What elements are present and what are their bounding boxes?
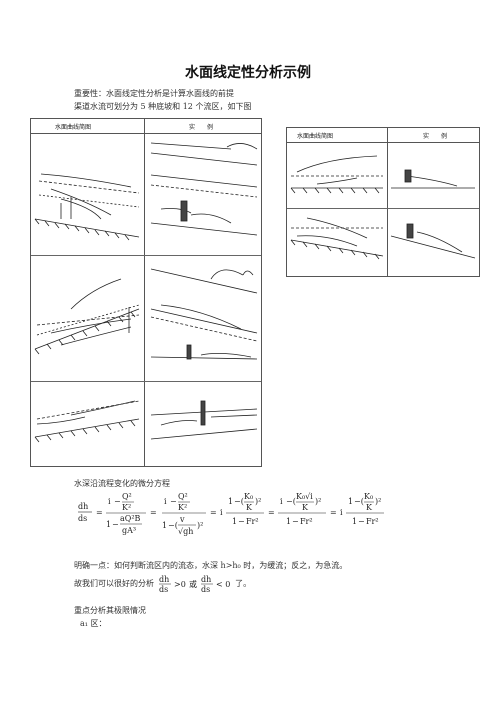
figure-left-header-sketch: 水面曲线简图 — [55, 124, 92, 131]
row-divider — [287, 208, 479, 209]
eq-Fr2-1: Fr² — [246, 517, 259, 526]
eq-sqrt-gh: √gh — [178, 527, 193, 536]
svg-text:=: = — [268, 508, 275, 517]
svg-text:−: − — [292, 517, 299, 526]
eq-one-6: 1 — [348, 497, 353, 506]
eq-one-5: 1 — [286, 517, 291, 526]
figure-left-table: 水面曲线简图 实 例 — [30, 118, 262, 467]
svg-text:)²: )² — [375, 497, 381, 506]
svg-text:−: − — [112, 520, 119, 529]
row-divider — [31, 255, 261, 256]
figure-right-table: 水面曲线简图 实 例 — [286, 127, 480, 277]
explain-suffix: 了。 — [235, 579, 252, 588]
eq-dh: dh — [78, 502, 88, 511]
eq-i-2: i — [164, 497, 167, 506]
svg-text:=: = — [150, 508, 157, 517]
eq-one-7: 1 — [352, 517, 357, 526]
eq-one-1: 1 — [106, 520, 111, 529]
svg-text:−(: −( — [286, 497, 296, 506]
figure-left-divider — [144, 119, 145, 466]
explain-prefix: 故我们可以很好的分析 — [74, 579, 154, 588]
eq-Q2-1: Q² — [122, 492, 132, 501]
intro-line-2: 渠道水流可划分为 5 种底坡和 12 个流区，如下图 — [74, 102, 252, 111]
figure-right-header-example: 实 例 — [423, 133, 448, 140]
eq-one-3: 1 — [228, 497, 233, 506]
eq-Fr2-2: Fr² — [300, 517, 313, 526]
svg-text:< 0: < 0 — [216, 580, 230, 589]
svg-text:)²: )² — [255, 497, 261, 506]
eq-aQ2B: aQ²B — [120, 514, 141, 523]
inline-ds-2: ds — [201, 585, 210, 594]
figure-right-header-sketch: 水面曲线简图 — [297, 133, 334, 140]
svg-text:)²: )² — [197, 521, 203, 530]
explain-line-1: 明确一点：如何判断流区内的流态，水深 h>h₀ 时，为缓流；反之，为急流。 — [74, 561, 348, 570]
inline-dh-2: dh — [201, 575, 211, 584]
intro-line-1: 重要性：水面线定性分析是计算水面线的前提 — [74, 89, 234, 98]
eq-K0-2: K₀ — [364, 492, 373, 501]
svg-text:)²: )² — [315, 497, 321, 506]
eq-K0-sqrt-i: K₀√i — [296, 492, 313, 501]
inline-derivative: dh ds >0 或 dh ds < 0 — [158, 575, 230, 594]
eq-K0-1: K₀ — [244, 492, 253, 501]
svg-text:−(: −( — [168, 521, 178, 530]
eq-i-3: i — [220, 508, 223, 517]
inline-ds-1: ds — [159, 585, 168, 594]
row-divider — [31, 381, 261, 382]
svg-text:−(: −( — [234, 497, 244, 506]
eq-i-4: i — [280, 497, 283, 506]
eq-i-5: i — [340, 508, 343, 517]
equation-svg: dh ds = i − Q² K² 1 − aQ²B gA³ = i − Q² … — [78, 492, 384, 536]
svg-text:−: − — [114, 497, 121, 506]
eq-K-2: K — [302, 503, 309, 512]
section-heading: 重点分析其极限情况 — [74, 606, 146, 615]
figure-left-header-example: 实 例 — [189, 124, 214, 131]
figure-right-divider — [387, 128, 388, 276]
svg-text:>0: >0 — [174, 580, 186, 589]
inline-or: 或 — [189, 579, 197, 589]
svg-text:−(: −( — [354, 497, 364, 506]
svg-text:=: = — [210, 508, 217, 517]
zone-label: a₁ 区： — [80, 619, 107, 628]
eq-K-3: K — [366, 503, 373, 512]
inline-dh-1: dh — [159, 575, 169, 584]
figure-right-header: 水面曲线简图 实 例 — [287, 128, 479, 143]
eq-one-4: 1 — [232, 517, 237, 526]
page-title: 水面线定性分析示例 — [185, 65, 311, 81]
explain-line-2: 故我们可以很好的分析 dh ds >0 或 dh ds < 0 了。 — [74, 574, 271, 594]
eq-one-2: 1 — [162, 521, 167, 530]
eq-gA3: gA³ — [122, 526, 136, 535]
eq-Q2-2: Q² — [178, 492, 188, 501]
svg-text:=: = — [96, 508, 103, 517]
figure-left-sketches — [34, 142, 258, 443]
eq-ds: ds — [78, 514, 87, 523]
eq-K2-2: K² — [178, 503, 187, 512]
eq-K2-1: K² — [122, 503, 131, 512]
svg-text:=: = — [330, 508, 337, 517]
eq-K-1: K — [246, 503, 253, 512]
eq-Fr2-3: Fr² — [366, 517, 379, 526]
differential-equation: dh ds = i − Q² K² 1 − aQ²B gA³ = i − Q² … — [78, 490, 418, 538]
svg-text:−: − — [170, 497, 177, 506]
svg-text:−: − — [358, 517, 365, 526]
figure-right-sketches — [290, 155, 476, 260]
figure-left-header: 水面曲线简图 实 例 — [31, 119, 261, 134]
equation-intro: 水深沿流程变化的微分方程 — [74, 479, 170, 488]
eq-v: v — [179, 515, 185, 524]
eq-i-1: i — [108, 497, 111, 506]
svg-text:−: − — [238, 517, 245, 526]
